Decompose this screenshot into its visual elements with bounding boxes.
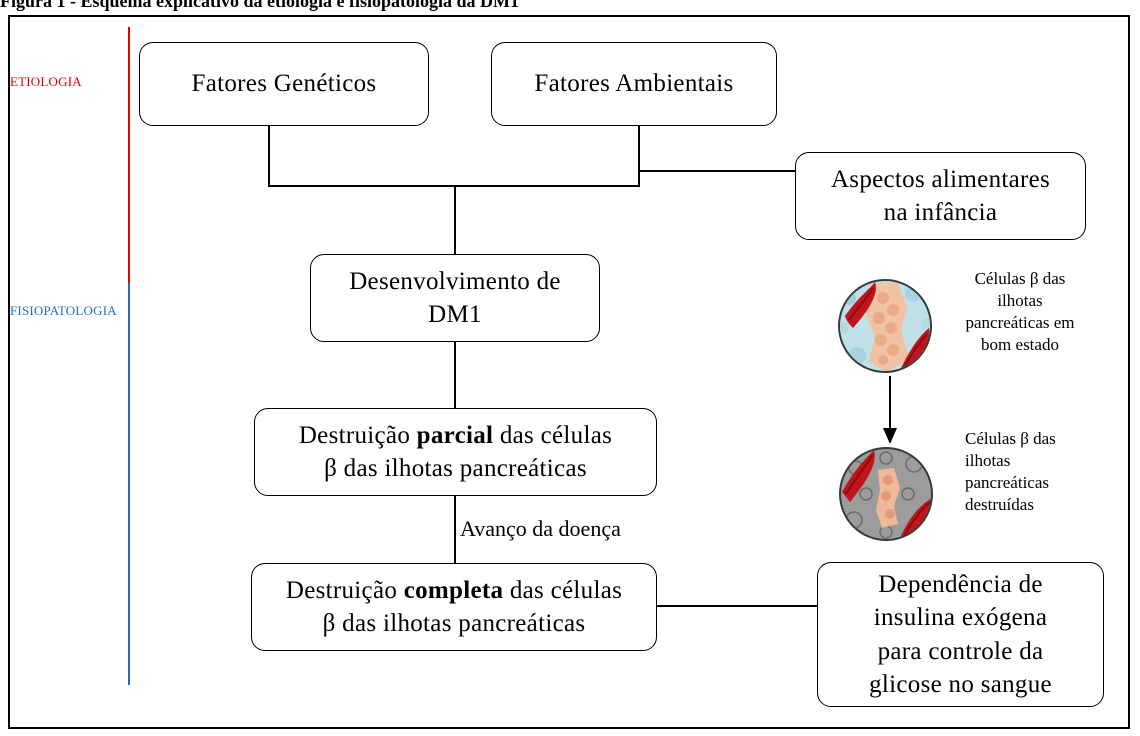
node-partial-bold: parcial bbox=[416, 421, 494, 449]
caption-good-line1: Células β das bbox=[974, 269, 1066, 288]
connector-merge-to-dm1 bbox=[454, 186, 456, 254]
connector-dm1-to-partial bbox=[454, 342, 456, 408]
node-partial-destruction: Destruição parcial das células β das ilh… bbox=[254, 408, 657, 496]
node-food-aspects-line2: na infância bbox=[883, 199, 998, 226]
caption-destroyed-cells: Células β das ilhotas pancreáticas destr… bbox=[965, 428, 1085, 516]
node-genetic-factors-text: Fatores Genéticos bbox=[191, 70, 377, 98]
caption-good-line3: pancreáticas em bbox=[965, 313, 1075, 333]
caption-healthy-cells: Células β das ilhotas pancreáticas em bo… bbox=[955, 268, 1085, 356]
node-food-aspects-line1: Aspectos alimentares bbox=[830, 165, 1051, 193]
caption-good-line2: ilhotas bbox=[997, 291, 1043, 311]
connector-genetic-down bbox=[268, 126, 270, 186]
caption-bad-line1: Células β das bbox=[965, 429, 1056, 448]
node-partial-before: Destruição bbox=[298, 421, 417, 449]
node-food-aspects: Aspectos alimentares na infância bbox=[795, 152, 1086, 240]
connector-food-aspects bbox=[640, 170, 795, 172]
stage-label-etiologia: ETIOLOGIA bbox=[10, 74, 82, 89]
node-dependency-line1: Dependência de bbox=[878, 570, 1043, 598]
node-dm1-line1: Desenvolvimento de bbox=[349, 267, 561, 295]
diagram-frame bbox=[8, 15, 1130, 729]
caption-good-line4: bom estado bbox=[981, 335, 1059, 355]
node-complete-before: Destruição bbox=[285, 576, 404, 604]
caption-bad-line3: pancreáticas bbox=[965, 473, 1049, 493]
node-complete-destruction: Destruição completa das células β das il… bbox=[251, 563, 657, 651]
node-complete-bold: completa bbox=[403, 576, 504, 604]
caption-bad-line4: destruídas bbox=[965, 495, 1034, 515]
node-partial-after: das células bbox=[493, 421, 613, 449]
node-dm1-line2: DM1 bbox=[428, 301, 482, 328]
healthy-islet-cells-icon bbox=[838, 279, 932, 373]
stage-bar-etiologia bbox=[128, 27, 130, 283]
node-environmental-factors-text: Fatores Ambientais bbox=[534, 70, 734, 98]
node-complete-line2: β das ilhotas pancreáticas bbox=[322, 610, 586, 637]
node-dependency-line2: insulina exógena bbox=[873, 604, 1048, 631]
caption-bad-line2: ilhotas bbox=[965, 451, 1011, 471]
node-dependency-line4: glicose no sangue bbox=[869, 671, 1052, 698]
node-complete-after: das células bbox=[503, 576, 623, 604]
connector-partial-to-complete bbox=[454, 496, 456, 563]
arrow-down-icon bbox=[883, 376, 897, 444]
figure-title-cutoff: Figura 1 - Esquema explicativo da etiolo… bbox=[0, 0, 519, 11]
stage-bar-fisiopatologia bbox=[128, 283, 130, 685]
connector-environmental-down bbox=[638, 126, 640, 186]
node-dm1-development: Desenvolvimento de DM1 bbox=[310, 254, 600, 342]
connector-complete-to-dependency bbox=[657, 605, 817, 607]
node-insulin-dependency: Dependência de insulina exógena para con… bbox=[817, 562, 1104, 707]
stage-label-fisiopatologia: FISIOPATOLOGIA bbox=[10, 303, 117, 318]
node-genetic-factors: Fatores Genéticos bbox=[139, 42, 429, 126]
node-partial-line2: β das ilhotas pancreáticas bbox=[324, 455, 587, 482]
node-dependency-line3: para controle da bbox=[877, 637, 1044, 665]
edge-label-disease-progression: Avanço da doença bbox=[460, 516, 621, 541]
destroyed-islet-cells-icon bbox=[839, 447, 933, 541]
node-environmental-factors: Fatores Ambientais bbox=[491, 42, 777, 126]
